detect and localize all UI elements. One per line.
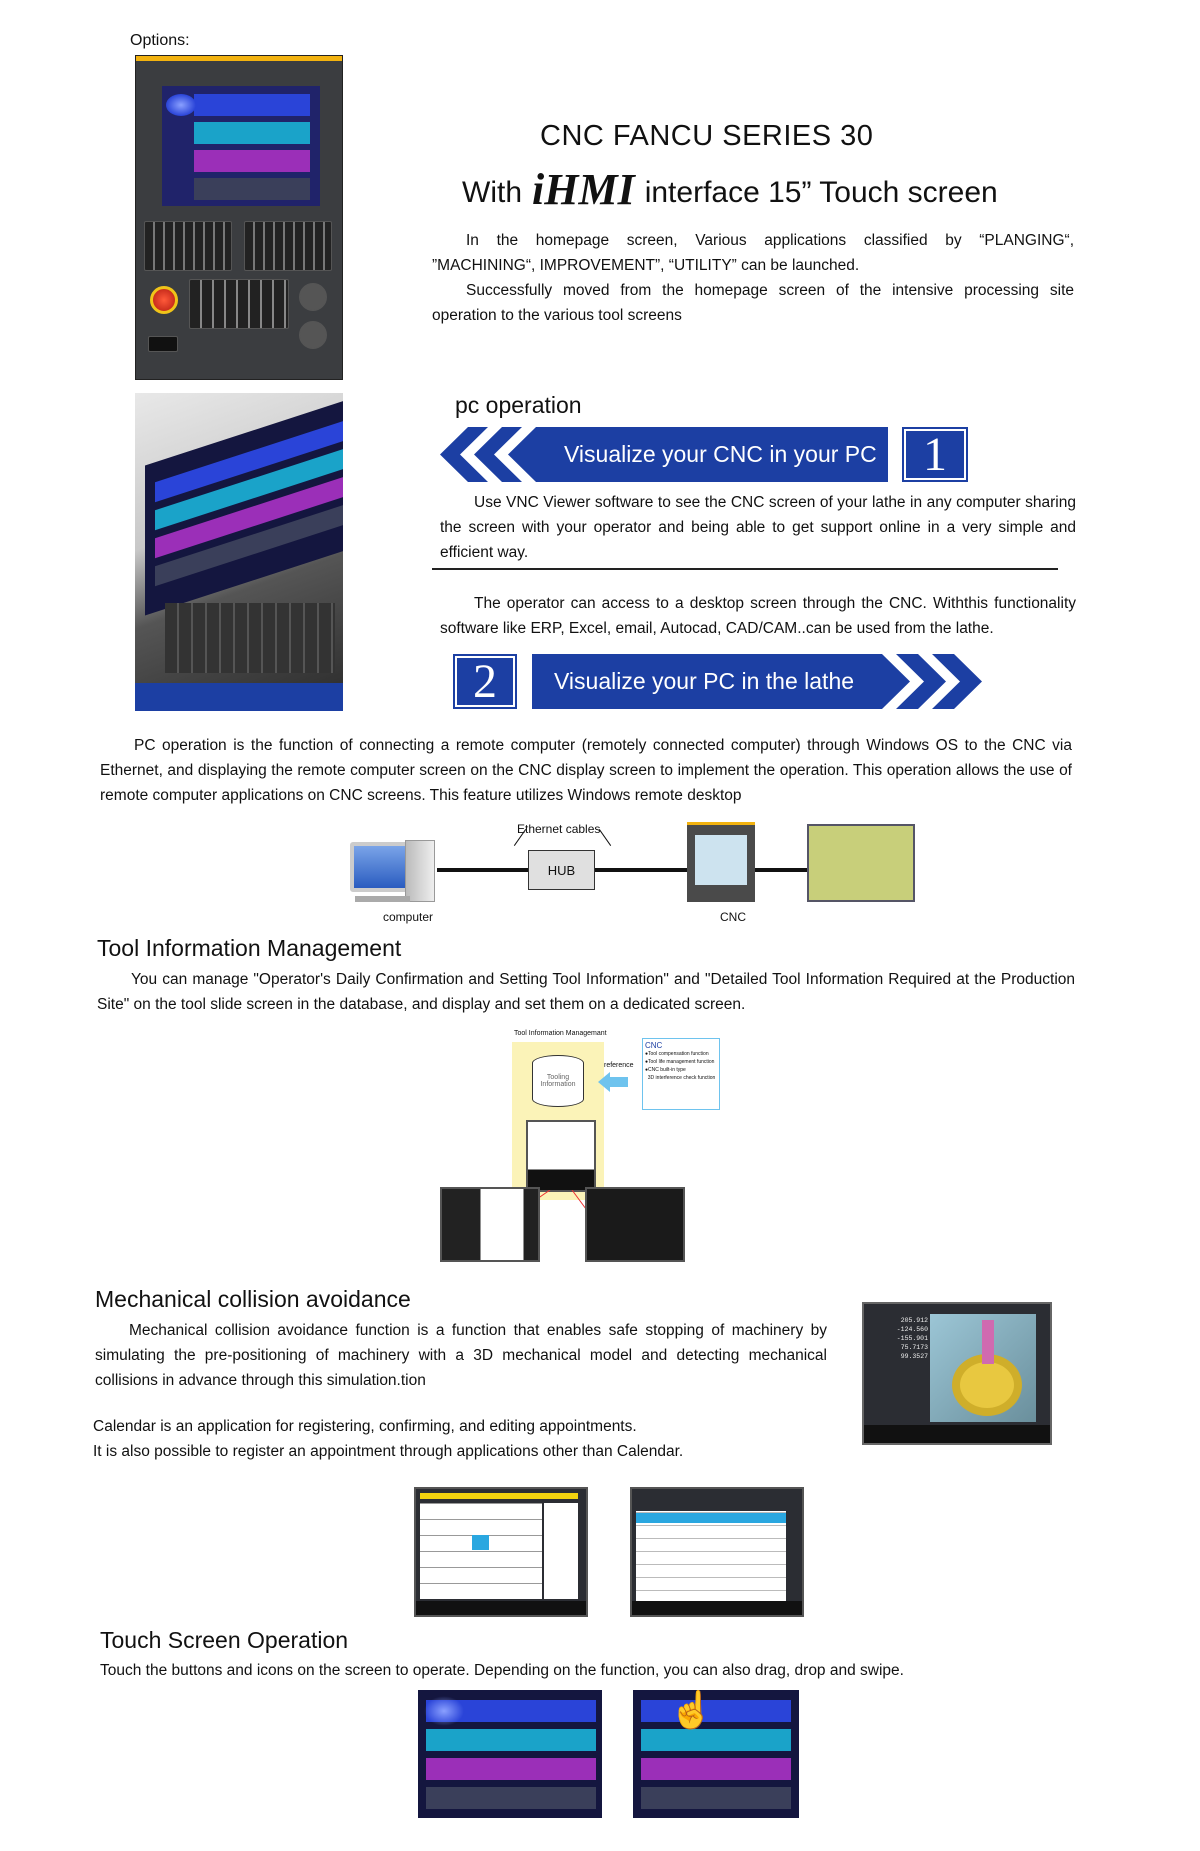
- touch-screen-1: [418, 1690, 602, 1818]
- hero-paragraph: In the homepage screen, Various applicat…: [432, 228, 1074, 328]
- tool-screen-center: [526, 1120, 596, 1192]
- laptop-image: [135, 393, 343, 711]
- 3d-model-view: [930, 1314, 1036, 1422]
- ihmi-logo: iHMI: [532, 165, 635, 214]
- touch-heading: Touch Screen Operation: [100, 1627, 349, 1653]
- computer-icon: [350, 842, 412, 892]
- cnc-box-item: 3D interference check function: [645, 1075, 716, 1081]
- cnc-board-image: [807, 824, 915, 902]
- tool-info-heading: Tool Information Management: [97, 935, 402, 961]
- cnc-feature-box: CNC ●Tool compensation function ●Tool li…: [642, 1038, 720, 1110]
- cnc-box-item: ●Tool compensation function: [645, 1051, 709, 1057]
- ihmi-screen: [162, 86, 320, 206]
- hero-para-1: In the homepage screen, Various applicat…: [432, 232, 1074, 274]
- banner-visualize-pc: Visualize your PC in the lathe: [532, 654, 858, 709]
- reference-arrow: [598, 1072, 628, 1092]
- calendar-screen: [414, 1487, 588, 1617]
- db-label-1: Tooling: [546, 1074, 570, 1081]
- readout-value: -155.901: [896, 1335, 928, 1342]
- collision-text: Mechanical collision avoidance function …: [95, 1322, 827, 1389]
- readout-value: 205.912: [900, 1317, 928, 1324]
- pc-para-1: Use VNC Viewer software to see the CNC s…: [440, 490, 1076, 565]
- cnc-label: CNC: [720, 910, 746, 924]
- cnc-box-item: ●CNC built-in type: [645, 1067, 686, 1073]
- hero-title: CNC FANCU SERIES 30: [540, 120, 874, 152]
- banner-1-label: Visualize your CNC in your PC: [564, 441, 877, 467]
- banner-1-number: 1: [902, 427, 968, 482]
- tool-screen-right: [585, 1187, 685, 1262]
- banner-2-label: Visualize your PC in the lathe: [554, 668, 855, 694]
- readout-value: 99.3527: [900, 1353, 928, 1360]
- touch-text: Touch the buttons and icons on the scree…: [100, 1662, 904, 1679]
- pc-para-2: The operator can access to a desktop scr…: [440, 591, 1076, 641]
- reference-label: reference: [604, 1062, 634, 1069]
- schedule-list-screen: [630, 1487, 804, 1617]
- pc-para-2-text: The operator can access to a desktop scr…: [440, 595, 1076, 637]
- hero-rest: interface 15” Touch screen: [644, 176, 998, 209]
- banner-visualize-cnc: Visualize your CNC in your PC: [558, 427, 888, 482]
- touch-paragraph: Touch the buttons and icons on the scree…: [100, 1658, 1080, 1683]
- collision-screen: 205.912 -124.560 -155.901 75.7173 99.352…: [862, 1302, 1052, 1445]
- calendar-line-2: It is also possible to register an appoi…: [93, 1443, 684, 1460]
- collision-paragraph: Mechanical collision avoidance function …: [95, 1318, 827, 1393]
- readout-value: 75.7173: [900, 1344, 928, 1351]
- computer-label: computer: [383, 910, 434, 924]
- hub-box: HUB: [528, 850, 595, 890]
- tool-diagram-title: Tool Information Managemant: [514, 1030, 607, 1037]
- hand-pointer-icon: ☝: [669, 1689, 714, 1730]
- cnc-box-item: ●Tool life management function: [645, 1059, 715, 1065]
- collision-heading: Mechanical collision avoidance: [95, 1286, 411, 1312]
- db-label-2: Information: [540, 1081, 576, 1088]
- hero-subtitle: With iHMI interface 15” Touch screen: [462, 165, 998, 214]
- calendar-text: Calendar is an application for registeri…: [93, 1414, 853, 1464]
- hero-with: With: [462, 176, 522, 209]
- banner-2-number: 2: [453, 654, 517, 709]
- calendar-line-1: Calendar is an application for registeri…: [93, 1418, 637, 1435]
- network-diagram: computer HUB Ethernet cables CNC: [345, 822, 925, 927]
- touch-screen-2: ☝: [633, 1690, 799, 1818]
- readout-value: -124.560: [896, 1326, 928, 1333]
- pc-para-1-text: Use VNC Viewer software to see the CNC s…: [440, 494, 1076, 561]
- divider: [432, 568, 1058, 570]
- banner-1-chevrons: [440, 427, 560, 482]
- tool-screen-left: [440, 1187, 540, 1262]
- hero-para-2: Successfully moved from the homepage scr…: [432, 282, 1074, 324]
- cables-label: Ethernet cables: [517, 822, 601, 836]
- cnc-box-title: CNC: [645, 1041, 663, 1050]
- banner-2-chevrons: [856, 654, 982, 709]
- database-icon: Tooling Information: [532, 1055, 584, 1107]
- cnc-panel-image: [135, 55, 343, 380]
- tool-info-text: You can manage "Operator's Daily Confirm…: [97, 971, 1075, 1013]
- tool-info-paragraph: You can manage "Operator's Daily Confirm…: [97, 967, 1075, 1017]
- hub-label: HUB: [547, 862, 576, 878]
- pc-operation-heading: pc operation: [455, 392, 582, 418]
- cnc-screen-icon: [687, 822, 755, 902]
- pc-description-text: PC operation is the function of connecti…: [100, 737, 1072, 804]
- tool-info-diagram: Tool Information Managemant Tooling Info…: [440, 1030, 740, 1265]
- options-label: Options:: [130, 32, 190, 49]
- pc-description: PC operation is the function of connecti…: [100, 733, 1072, 808]
